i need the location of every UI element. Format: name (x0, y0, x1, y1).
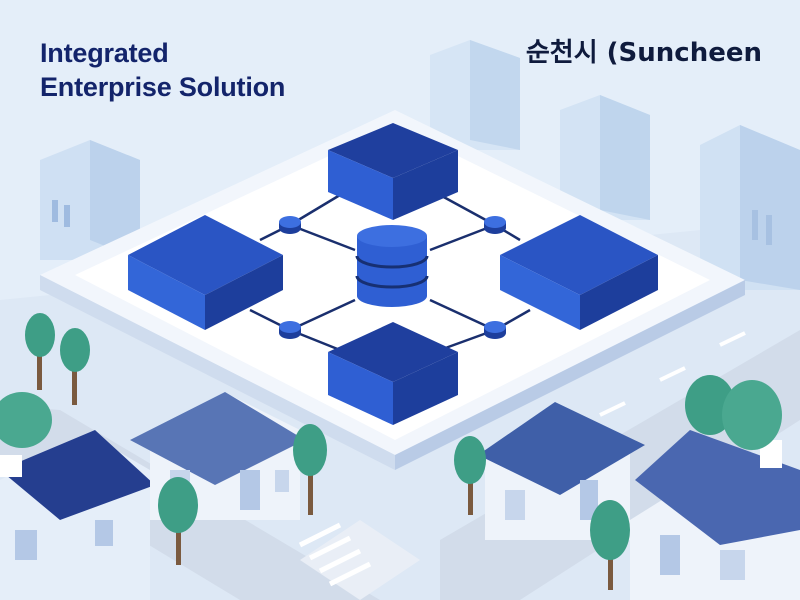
house-right-center (478, 402, 645, 540)
page-title: Integrated Enterprise Solution (40, 36, 285, 104)
trees-front (158, 375, 782, 590)
house-left (0, 430, 155, 600)
background-buildings (40, 40, 800, 290)
city-label: 순천시 (Suncheen (525, 38, 762, 68)
title-line-1: Integrated (40, 38, 169, 68)
server-block-bottom (328, 322, 458, 425)
server-block-right (500, 215, 658, 330)
title-line-2: Enterprise Solution (40, 72, 286, 102)
house-right (630, 430, 800, 600)
database-icon (355, 225, 429, 307)
connector-node-icon (279, 216, 506, 339)
trees-left (0, 313, 90, 448)
server-block-left (128, 215, 283, 330)
server-block-top (328, 123, 458, 220)
